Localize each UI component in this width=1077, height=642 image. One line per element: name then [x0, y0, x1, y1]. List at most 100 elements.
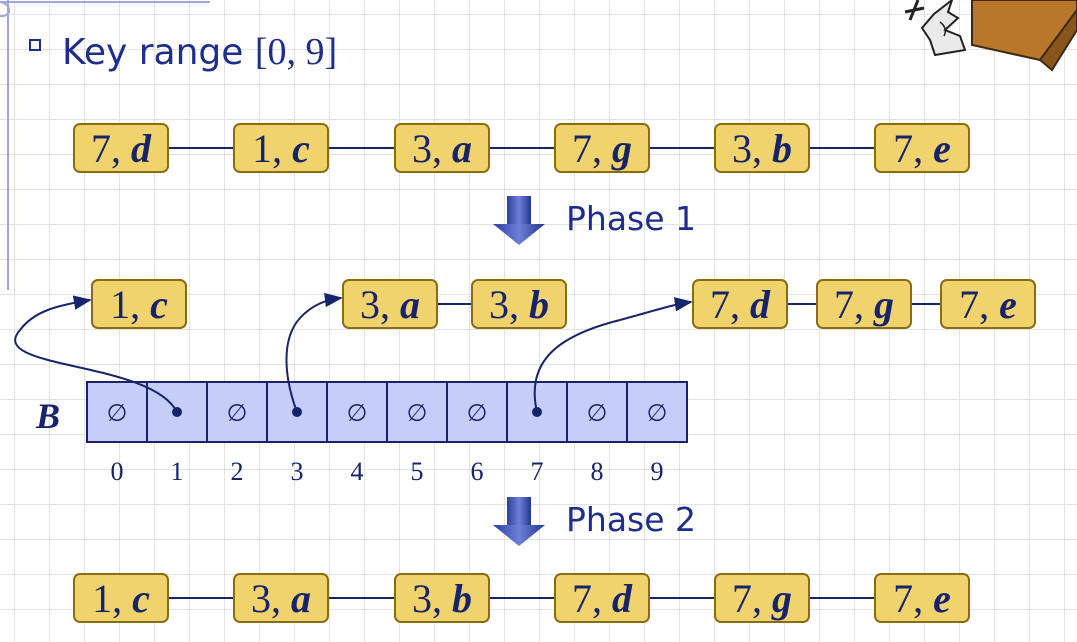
sequence-node: 7, e — [874, 573, 970, 623]
sequence-node: 7, g — [554, 123, 650, 173]
node-key: 7 — [959, 282, 979, 327]
svg-text:7, d: 7, d — [572, 576, 633, 621]
node-key: 7 — [572, 576, 592, 621]
sequence-node: 7, g — [714, 573, 810, 623]
sequence-node: 3, b — [714, 123, 810, 173]
phase-1-arrow-icon — [493, 196, 545, 245]
sequence-node: 7, d — [554, 573, 650, 623]
svg-text:7, e: 7, e — [893, 126, 951, 171]
svg-text:1, c: 1, c — [92, 576, 150, 621]
input-sequence-row: 7, d 1, c 3, a 7, g 3, b 7, e — [73, 123, 970, 173]
bucket-3-node: 3, a — [342, 279, 438, 329]
slide-frame-decoration — [0, 0, 210, 290]
node-key: 1 — [110, 282, 130, 327]
svg-text:7, g: 7, g — [572, 126, 632, 171]
key-range-label: Key range — [62, 32, 255, 73]
node-value: a — [452, 126, 472, 171]
svg-text:3, a: 3, a — [360, 282, 420, 327]
bucket-3-node: 3, b — [471, 279, 567, 329]
bucket-cell-0 — [86, 381, 148, 443]
bucket-index: 5 — [411, 457, 424, 486]
pointer-arrow-bucket-7 — [533, 297, 693, 413]
phase-1-label: Phase 1 — [566, 199, 696, 238]
bucket-1-node: 1, c — [91, 279, 187, 329]
empty-bucket-symbol: ∅ — [347, 399, 368, 427]
sequence-node: 7, d — [73, 123, 169, 173]
bucket-index: 6 — [471, 457, 484, 486]
bucket-7-node: 7, e — [940, 279, 1036, 329]
empty-bucket-symbol: ∅ — [647, 399, 668, 427]
node-value: b — [529, 282, 549, 327]
node-value: b — [452, 576, 472, 621]
node-key: 7 — [834, 282, 854, 327]
sequence-node: 1, c — [73, 573, 169, 623]
sequence-node: 1, c — [233, 123, 329, 173]
node-value: e — [933, 576, 951, 621]
bucket-7-node: 7, d — [692, 279, 788, 329]
node-value: g — [771, 576, 792, 621]
node-key: 7 — [732, 576, 752, 621]
node-key: 1 — [252, 126, 272, 171]
svg-text:3, a: 3, a — [251, 576, 311, 621]
sequence-node: 7, e — [874, 123, 970, 173]
phase-2-arrow-icon — [493, 497, 545, 546]
empty-bucket-symbol: ∅ — [467, 399, 488, 427]
bucket-cell-4 — [326, 381, 388, 443]
bucket-index: 1 — [171, 457, 184, 486]
node-value: b — [772, 126, 792, 171]
node-key: 7 — [893, 126, 913, 171]
empty-bucket-symbol: ∅ — [587, 399, 608, 427]
node-value: c — [150, 282, 168, 327]
node-key: 1 — [92, 576, 112, 621]
node-key: 7 — [91, 126, 111, 171]
svg-text:3, b: 3, b — [489, 282, 549, 327]
node-value: d — [131, 126, 152, 171]
node-value: e — [999, 282, 1017, 327]
pointer-arrow-bucket-1 — [14, 295, 178, 413]
node-key: 3 — [412, 576, 432, 621]
svg-text:3, b: 3, b — [732, 126, 792, 171]
bucket-index: 3 — [291, 457, 304, 486]
node-value: e — [933, 126, 951, 171]
bucket-array-label: B — [35, 396, 60, 436]
node-value: g — [873, 282, 894, 327]
pointer-arrow-bucket-3 — [285, 292, 343, 413]
svg-text:7, d: 7, d — [710, 282, 771, 327]
node-value: a — [400, 282, 420, 327]
bucket-index: 9 — [651, 457, 664, 486]
svg-text:7, g: 7, g — [732, 576, 792, 621]
svg-text:1, c: 1, c — [252, 126, 310, 171]
bucket-index: 8 — [591, 457, 604, 486]
node-key: 7 — [710, 282, 730, 327]
node-value: c — [132, 576, 150, 621]
bucket-index: 7 — [531, 457, 544, 486]
node-value: d — [612, 576, 633, 621]
bucket-cell-8 — [566, 381, 628, 443]
bucket-clipart-icon — [904, 0, 1077, 72]
node-value: g — [611, 126, 632, 171]
node-key: 7 — [572, 126, 592, 171]
key-range-value: [0, 9] — [255, 31, 337, 73]
node-value: d — [750, 282, 771, 327]
empty-bucket-symbol: ∅ — [227, 399, 248, 427]
node-key: 3 — [251, 576, 271, 621]
node-value: a — [291, 576, 311, 621]
phase-2-label: Phase 2 — [566, 500, 696, 539]
bucket-array: ∅ ∅ ∅ ∅ ∅ ∅ ∅ — [86, 381, 688, 443]
bucket-7-node: 7, g — [816, 279, 912, 329]
key-range-bullet: Key range [0, 9] — [62, 31, 337, 73]
node-key: 3 — [412, 126, 432, 171]
bucket-cell-6 — [446, 381, 508, 443]
node-key: 3 — [360, 282, 380, 327]
svg-text:3, a: 3, a — [412, 126, 472, 171]
bucket-cell-9 — [626, 381, 688, 443]
svg-text:7, d: 7, d — [91, 126, 152, 171]
svg-text:7, e: 7, e — [893, 576, 951, 621]
svg-text:7, e: 7, e — [959, 282, 1017, 327]
bucket-index: 0 — [111, 457, 124, 486]
empty-bucket-symbol: ∅ — [107, 399, 128, 427]
bucket-lists: 1, c 3, a 3, b 7, d 7, g 7, e — [91, 279, 1036, 329]
bucket-index-labels: 0 1 2 3 4 5 6 7 8 9 — [111, 457, 664, 486]
node-key: 3 — [489, 282, 509, 327]
